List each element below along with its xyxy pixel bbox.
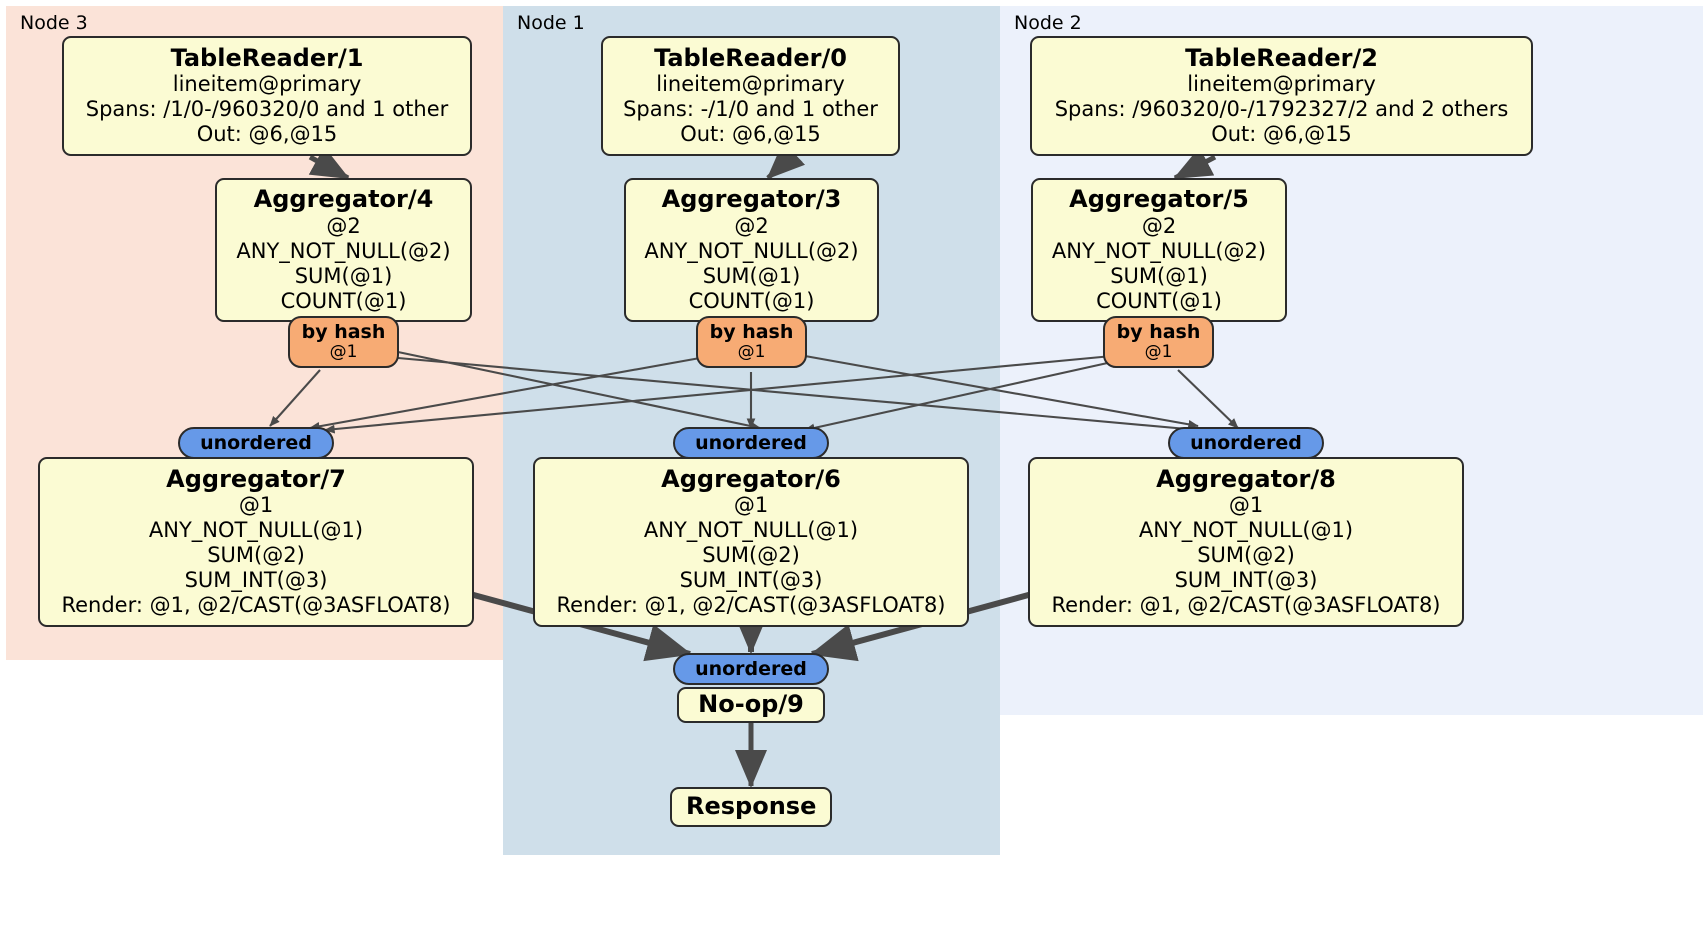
processor-detail-line: @2: [326, 213, 361, 238]
processor-title: TableReader/1: [170, 43, 364, 72]
processor-detail-line: SUM(@1): [294, 263, 393, 288]
processor-table-reader-2[interactable]: TableReader/2 lineitem@primary Spans: /9…: [1030, 36, 1533, 156]
processor-title: Aggregator/5: [1069, 185, 1249, 214]
processor-title: Aggregator/4: [253, 185, 434, 214]
processor-detail-line: lineitem@primary: [656, 72, 845, 97]
processor-response[interactable]: Response: [670, 787, 832, 827]
input-sync-unordered-left[interactable]: unordered: [178, 427, 334, 459]
processor-detail-line: Render: @1, @2/CAST(@3ASFLOAT8): [556, 593, 946, 618]
processor-detail-line: Spans: /960320/0-/1792327/2 and 2 others: [1054, 97, 1509, 122]
processor-detail-line: SUM(@2): [702, 543, 800, 568]
output-router-by-hash-left[interactable]: by hash @1: [288, 316, 399, 368]
processor-detail-line: SUM(@2): [1197, 543, 1295, 568]
sync-label: unordered: [695, 431, 807, 454]
processor-table-reader-1[interactable]: TableReader/1 lineitem@primary Spans: /1…: [62, 36, 472, 156]
processor-aggregator-7[interactable]: Aggregator/7 @1 ANY_NOT_NULL(@1) SUM(@2)…: [38, 457, 474, 627]
processor-detail-line: COUNT(@1): [1096, 288, 1222, 313]
processor-detail-line: Out: @6,@15: [680, 122, 821, 147]
processor-detail-line: lineitem@primary: [172, 72, 362, 97]
processor-detail-line: @1: [1228, 493, 1264, 518]
processor-detail-line: Spans: /1/0-/960320/0 and 1 other: [85, 97, 449, 122]
sync-label: unordered: [695, 657, 807, 680]
processor-title: Aggregator/6: [661, 464, 841, 493]
cluster-label-node-2: Node 2: [1014, 12, 1082, 34]
processor-aggregator-6[interactable]: Aggregator/6 @1 ANY_NOT_NULL(@1) SUM(@2)…: [533, 457, 969, 627]
processor-aggregator-5[interactable]: Aggregator/5 @2 ANY_NOT_NULL(@2) SUM(@1)…: [1031, 178, 1287, 322]
processor-detail-line: SUM(@1): [702, 263, 801, 288]
input-sync-unordered-center[interactable]: unordered: [673, 427, 829, 459]
cluster-label-node-1: Node 1: [517, 12, 585, 34]
processor-title: TableReader/2: [1185, 43, 1378, 72]
processor-title: Aggregator/8: [1156, 464, 1336, 493]
processor-title: No-op/9: [698, 690, 804, 719]
processor-detail-line: SUM_INT(@3): [1174, 568, 1318, 593]
input-sync-unordered-right[interactable]: unordered: [1168, 427, 1324, 459]
output-router-by-hash-center[interactable]: by hash @1: [696, 316, 807, 368]
processor-detail-line: Spans: -/1/0 and 1 other: [623, 97, 878, 122]
cluster-label-node-3: Node 3: [20, 12, 88, 34]
processor-detail-line: @1: [238, 493, 274, 518]
processor-detail-line: ANY_NOT_NULL(@1): [1138, 518, 1354, 543]
processor-table-reader-0[interactable]: TableReader/0 lineitem@primary Spans: -/…: [601, 36, 900, 156]
processor-detail-line: Out: @6,@15: [196, 122, 338, 147]
processor-detail-line: SUM_INT(@3): [184, 568, 328, 593]
router-column: @1: [1144, 342, 1173, 363]
output-router-by-hash-right[interactable]: by hash @1: [1103, 316, 1214, 368]
processor-detail-line: @2: [734, 213, 769, 238]
processor-detail-line: COUNT(@1): [280, 288, 407, 313]
processor-detail-line: @2: [1141, 213, 1177, 238]
processor-title: Response: [686, 792, 817, 821]
processor-detail-line: SUM_INT(@3): [679, 568, 823, 593]
router-label: by hash: [709, 321, 794, 344]
processor-detail-line: @1: [733, 493, 769, 518]
processor-detail-line: ANY_NOT_NULL(@2): [236, 238, 451, 263]
processor-detail-line: ANY_NOT_NULL(@2): [1051, 238, 1267, 263]
processor-aggregator-4[interactable]: Aggregator/4 @2 ANY_NOT_NULL(@2) SUM(@1)…: [215, 178, 472, 322]
router-column: @1: [737, 342, 766, 363]
router-label: by hash: [1116, 321, 1201, 344]
processor-detail-line: ANY_NOT_NULL(@1): [643, 518, 859, 543]
router-column: @1: [329, 342, 358, 363]
processor-detail-line: lineitem@primary: [1187, 72, 1376, 97]
processor-detail-line: ANY_NOT_NULL(@1): [148, 518, 364, 543]
processor-detail-line: SUM(@2): [207, 543, 305, 568]
processor-no-op-9[interactable]: No-op/9: [677, 687, 825, 723]
processor-detail-line: Out: @6,@15: [1211, 122, 1352, 147]
processor-detail-line: COUNT(@1): [688, 288, 815, 313]
processor-title: TableReader/0: [654, 43, 847, 72]
processor-title: Aggregator/7: [166, 464, 346, 493]
input-sync-unordered-final[interactable]: unordered: [673, 653, 829, 685]
processor-aggregator-3[interactable]: Aggregator/3 @2 ANY_NOT_NULL(@2) SUM(@1)…: [624, 178, 879, 322]
processor-detail-line: ANY_NOT_NULL(@2): [644, 238, 859, 263]
processor-detail-line: Render: @1, @2/CAST(@3ASFLOAT8): [61, 593, 451, 618]
processor-title: Aggregator/3: [661, 185, 842, 214]
processor-detail-line: SUM(@1): [1110, 263, 1208, 288]
processor-detail-line: Render: @1, @2/CAST(@3ASFLOAT8): [1051, 593, 1441, 618]
router-label: by hash: [301, 321, 386, 344]
sync-label: unordered: [1190, 431, 1302, 454]
processor-aggregator-8[interactable]: Aggregator/8 @1 ANY_NOT_NULL(@1) SUM(@2)…: [1028, 457, 1464, 627]
sync-label: unordered: [200, 431, 312, 454]
